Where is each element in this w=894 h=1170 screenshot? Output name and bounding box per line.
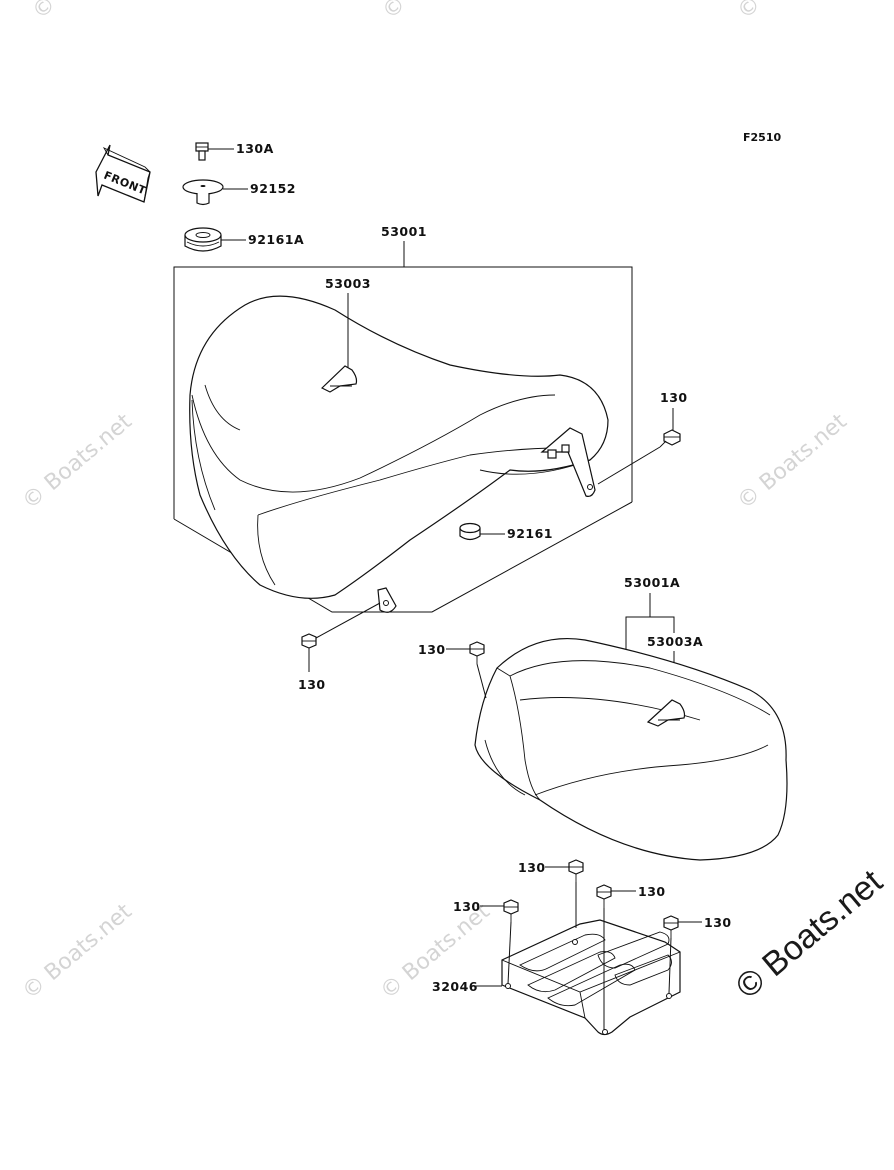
label-130-left-bracket: 130 <box>453 899 481 914</box>
label-53003: 53003 <box>325 276 371 291</box>
watermark: © Boats.net <box>378 0 497 25</box>
main-seat-icon <box>189 295 609 613</box>
boats-net-watermark: © Boats.net <box>729 862 890 1006</box>
svg-text:© Boats.net: © Boats.net <box>729 862 890 1006</box>
label-130-right-bracket: 130 <box>704 915 732 930</box>
label-92161a: 92161A <box>248 232 304 247</box>
label-130a: 130A <box>236 141 274 156</box>
bolt-130-right-bracket-icon <box>663 915 679 938</box>
rear-seat-icon <box>474 637 788 861</box>
bolt-130-right-icon <box>659 429 681 448</box>
label-53001a: 53001A <box>624 575 680 590</box>
bolt-130-left-bracket-icon <box>503 899 519 922</box>
bolt-130a-icon <box>195 142 209 161</box>
watermark: © Boats.net <box>28 0 147 25</box>
damper-92161-icon <box>459 522 481 541</box>
bolt-130-middle-icon <box>596 884 612 908</box>
label-53003a: 53003A <box>647 634 703 649</box>
watermark: © Boats.net <box>18 899 137 1005</box>
washer-92152-icon <box>182 179 224 206</box>
assembly-box <box>173 266 633 519</box>
bracket-32046-icon <box>501 919 681 1036</box>
damper-92161a-icon <box>184 227 222 252</box>
label-130-rear-seat: 130 <box>418 642 446 657</box>
watermark: © Boats.net <box>18 409 137 515</box>
label-130-left: 130 <box>298 677 326 692</box>
label-92152: 92152 <box>250 181 296 196</box>
bolt-130-left-icon <box>301 633 317 649</box>
watermark: © Boats.net <box>733 409 852 515</box>
label-130-top: 130 <box>518 860 546 875</box>
label-53001: 53001 <box>381 224 427 239</box>
figure-code: F2510 <box>743 131 781 144</box>
bolt-130-top-icon <box>568 859 584 882</box>
label-130-middle: 130 <box>638 884 666 899</box>
front-arrow-icon: FRONT <box>95 144 151 203</box>
bolt-130-rear-seat-icon <box>469 641 485 664</box>
label-92161: 92161 <box>507 526 553 541</box>
label-32046: 32046 <box>432 979 478 994</box>
label-130-right: 130 <box>660 390 688 405</box>
watermark: © Boats.net <box>733 0 852 25</box>
